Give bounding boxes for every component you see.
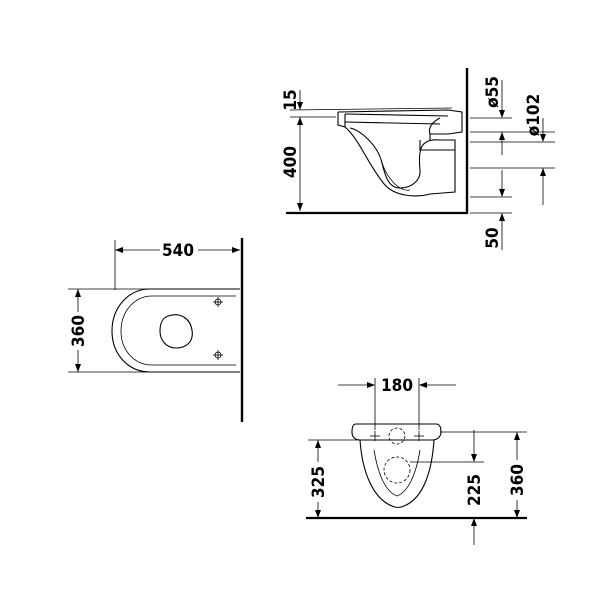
dimension-label-180: 180 <box>381 376 413 396</box>
side-view-seat <box>337 109 463 135</box>
dimension-label-15: 15 <box>281 89 301 110</box>
front-view: 180 325 225 360 <box>306 376 528 545</box>
top-view-bowl <box>111 288 240 373</box>
dimension-label-540: 540 <box>162 241 194 261</box>
top-view-opening <box>159 314 193 349</box>
dimension-label-360-top: 360 <box>69 315 89 347</box>
front-view-rim <box>351 423 442 441</box>
fixing-hole-icon <box>213 297 223 307</box>
dimension-label-360-front: 360 <box>508 464 528 496</box>
side-view-bowl <box>344 126 456 197</box>
top-view: 540 360 <box>68 238 244 422</box>
front-view-bowl <box>359 439 435 509</box>
dimension-label-225: 225 <box>465 474 485 506</box>
side-view: 15 400 ø55 ø102 50 <box>281 68 555 250</box>
fixing-cross-icon <box>370 431 380 441</box>
dimension-label-400: 400 <box>281 146 301 178</box>
dimension-label-o102: ø102 <box>524 94 544 136</box>
dimension-label-50: 50 <box>483 227 503 248</box>
outlet-circle <box>383 456 411 484</box>
dimension-label-o55: ø55 <box>483 76 503 108</box>
dimension-label-325: 325 <box>309 466 329 498</box>
fixing-cross-icon <box>414 431 424 441</box>
fixing-hole-icon <box>213 350 223 360</box>
